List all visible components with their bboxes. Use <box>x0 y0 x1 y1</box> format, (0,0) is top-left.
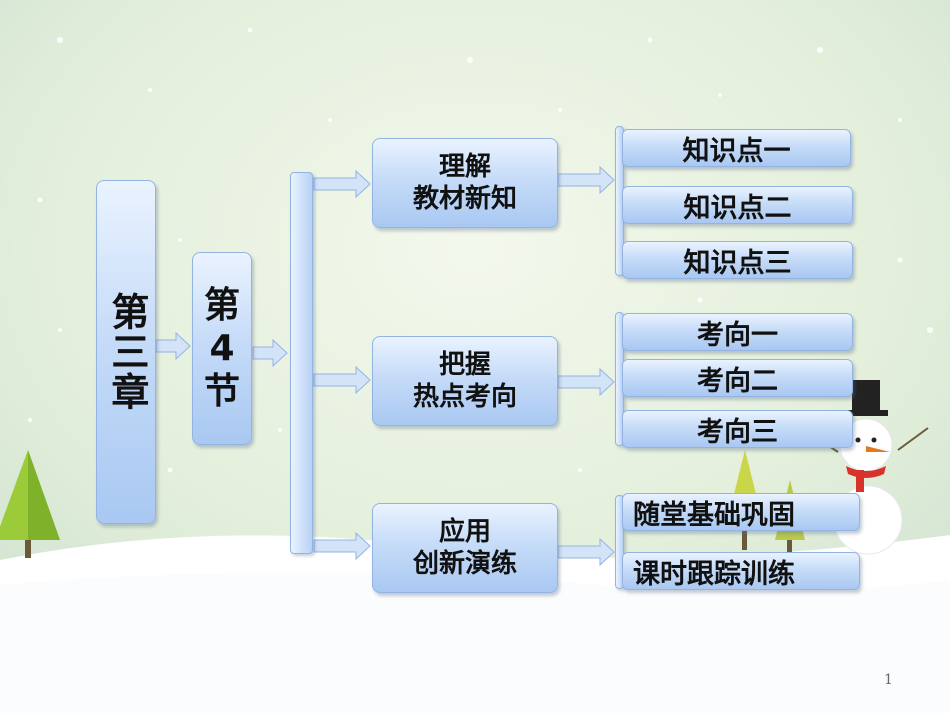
page-number: 1 <box>884 672 893 688</box>
branch-1-line1: 理解 <box>438 151 491 182</box>
branch-2-line1: 把握 <box>438 349 491 380</box>
item-test-direction-3[interactable]: 考向三 <box>622 410 853 448</box>
branch-practice[interactable]: 应用 创新演练 <box>372 503 558 593</box>
item-after-class-training[interactable]: 课时跟踪训练 <box>622 552 860 590</box>
item-in-class-practice[interactable]: 随堂基础巩固 <box>622 493 860 531</box>
items-bracket-3 <box>615 495 624 589</box>
item-test-direction-2[interactable]: 考向二 <box>622 359 853 397</box>
branch-hot-topics[interactable]: 把握 热点考向 <box>372 336 558 426</box>
tree-left <box>0 450 60 558</box>
item-knowledge-point-3[interactable]: 知识点三 <box>622 241 853 279</box>
arrow-section-to-bar <box>252 338 288 368</box>
arrow-bar-to-branch-3 <box>313 531 371 561</box>
section-box[interactable]: 第 4 节 <box>192 252 252 445</box>
section-label-2: 节 <box>203 371 240 413</box>
arrow-chapter-to-section <box>155 331 191 361</box>
branch-2-line2: 热点考向 <box>412 382 517 412</box>
arrow-branch-1-to-items <box>557 165 615 195</box>
chapter-box[interactable]: 第三章 <box>96 180 156 524</box>
section-label-1: 第 <box>203 284 240 326</box>
branch-3-line1: 应用 <box>438 516 491 547</box>
branch-1-line2: 教材新知 <box>412 184 517 214</box>
branch-understand-textbook[interactable]: 理解 教材新知 <box>372 138 558 228</box>
item-test-direction-1[interactable]: 考向一 <box>622 313 853 351</box>
branch-bracket <box>290 172 313 554</box>
arrow-branch-2-to-items <box>557 367 615 397</box>
item-knowledge-point-1[interactable]: 知识点一 <box>622 129 851 167</box>
arrow-bar-to-branch-2 <box>313 365 371 395</box>
branch-3-line2: 创新演练 <box>412 549 517 579</box>
section-number: 4 <box>209 327 235 369</box>
arrow-bar-to-branch-1 <box>313 169 371 199</box>
item-knowledge-point-2[interactable]: 知识点二 <box>622 186 853 224</box>
arrow-branch-3-to-items <box>557 537 615 567</box>
